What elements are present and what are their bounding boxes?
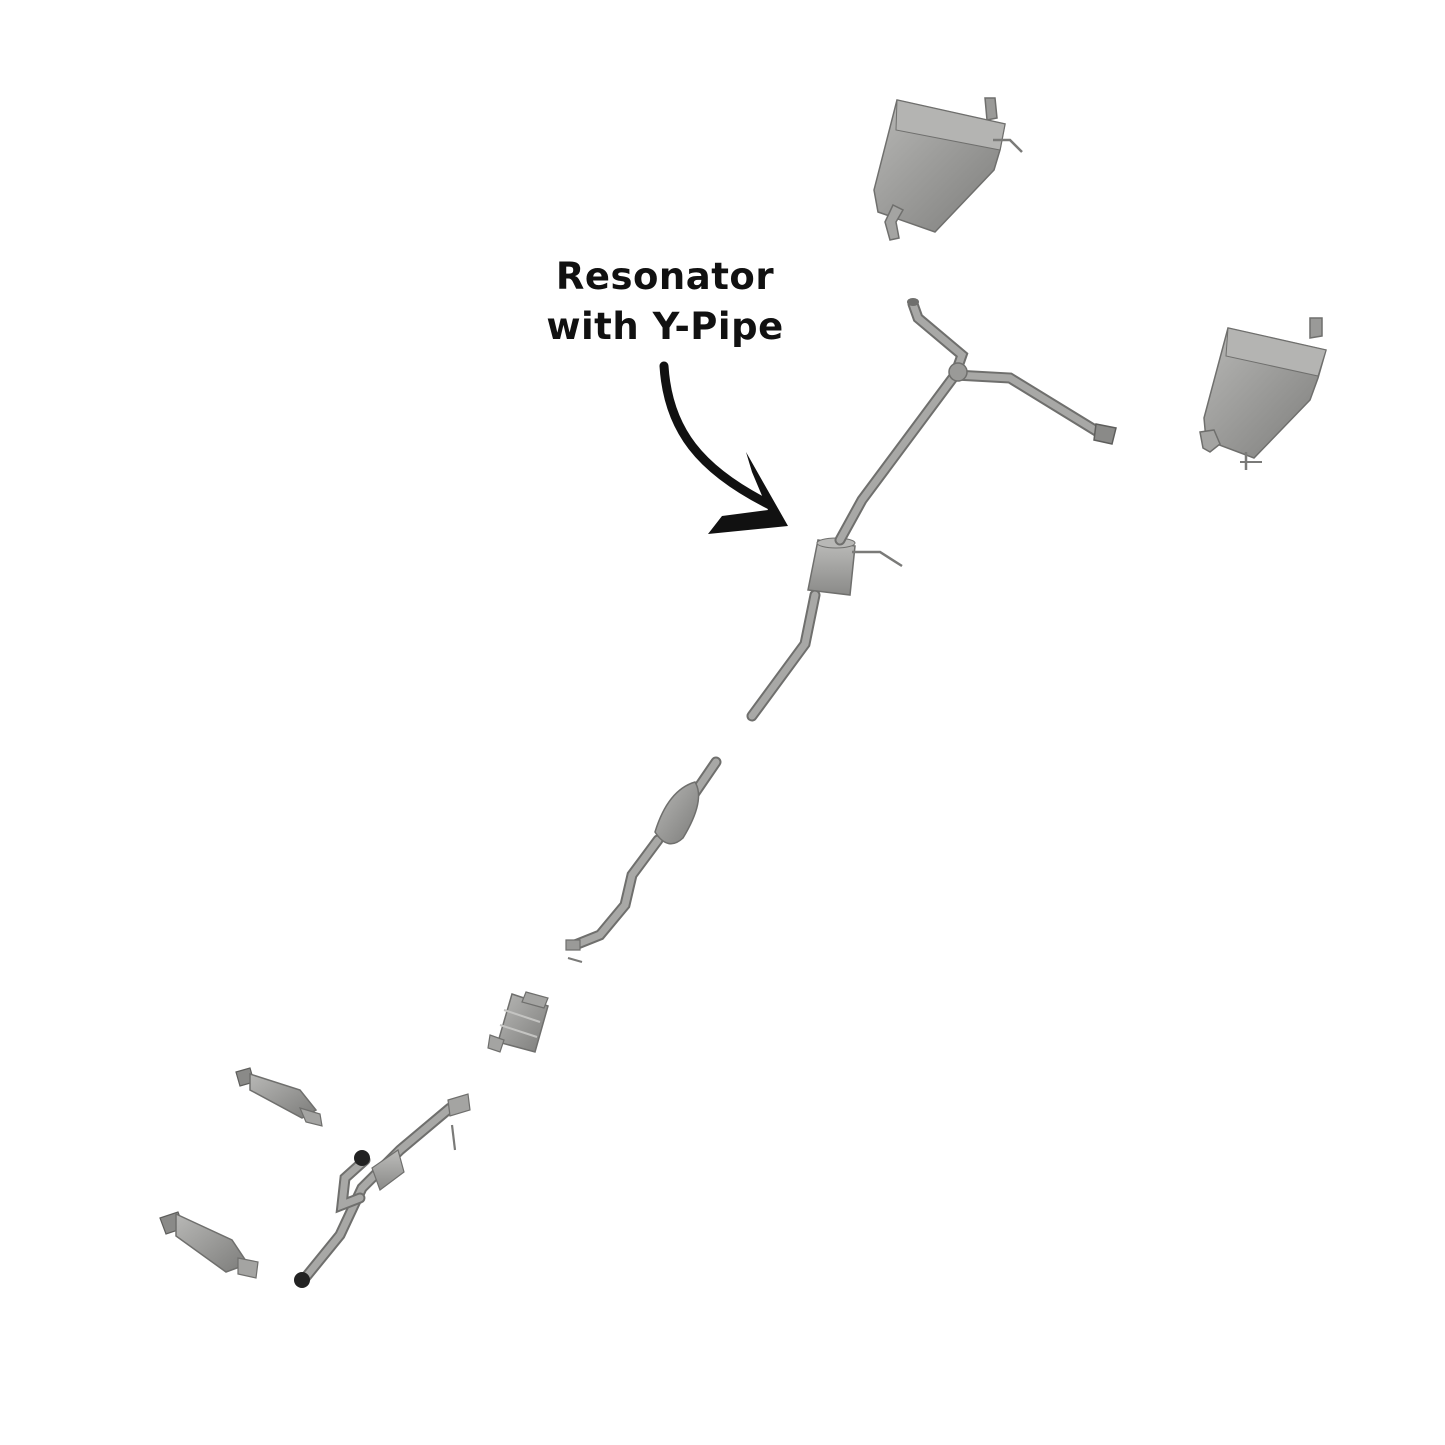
resonator-y-pipe-icon — [746, 298, 1117, 722]
resonator-callout-label: Resonator with Y-Pipe — [500, 252, 830, 352]
callout-arrow-icon — [659, 361, 788, 534]
muffler-left-icon — [873, 97, 1023, 241]
front-cat-lower-icon — [159, 1211, 259, 1279]
muffler-right-icon — [1199, 317, 1327, 470]
intermediate-pipe-icon — [565, 756, 722, 963]
catalytic-converter-icon — [487, 991, 549, 1053]
front-y-pipe-icon — [294, 1093, 471, 1288]
front-cat-upper-icon — [235, 1067, 323, 1127]
callout-line-1: Resonator — [555, 255, 775, 298]
callout-line-2: with Y-Pipe — [546, 305, 784, 348]
